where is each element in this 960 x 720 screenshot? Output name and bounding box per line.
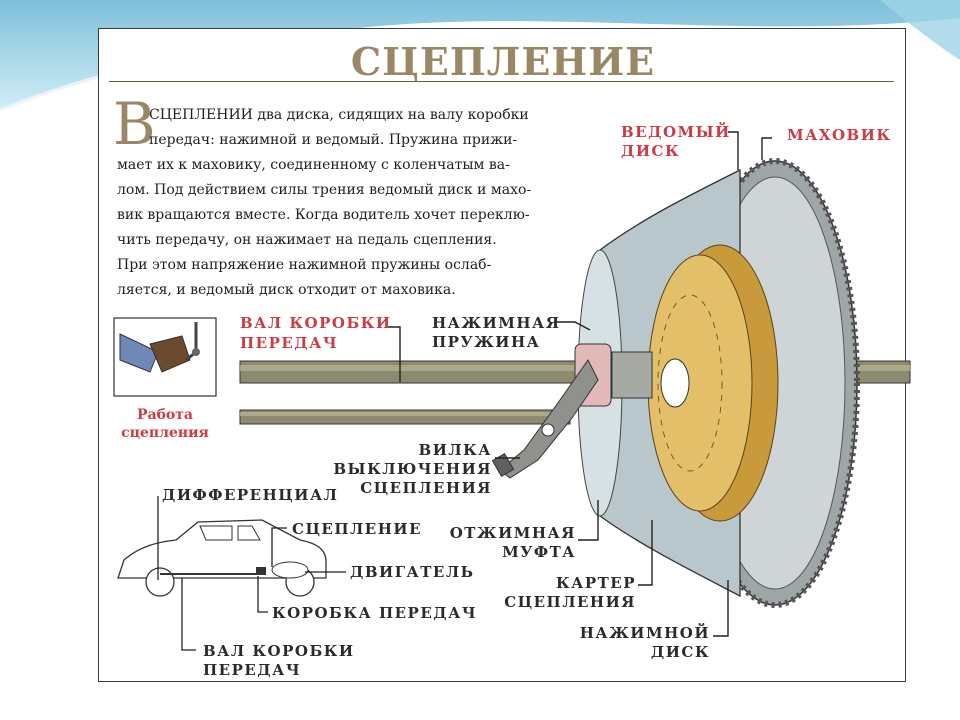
label-pressure-spring-2: ПРУЖИНА	[432, 333, 541, 351]
car-label-shaft-1: ВАЛ КОРОБКИ	[203, 642, 355, 660]
driven-disk	[647, 244, 779, 522]
label-pressure-plate-2: ДИСК	[650, 643, 710, 661]
car-schematic	[117, 496, 346, 651]
label-driven-disk-2: ДИСК	[621, 142, 681, 160]
page-title: СЦЕПЛЕНИЕ	[350, 39, 656, 84]
intro-line: вик вращаются вместе. Когда водитель хоч…	[117, 207, 530, 223]
intro-line: передач: нажимной и ведомый. Пружина при…	[149, 132, 518, 148]
label-driven-disk-1: ВЕДОМЫЙ	[621, 123, 731, 141]
label-pressure-spring-1: НАЖИМНАЯ	[432, 314, 561, 332]
release-fork	[491, 359, 599, 479]
label-clutch-housing-1: КАРТЕР	[555, 574, 636, 592]
car-label-shaft-2: ПЕРЕДАЧ	[203, 661, 302, 679]
intro-line: чить передачу, он нажимает на педаль сце…	[117, 232, 497, 248]
car-label-gearbox: КОРОБКА ПЕРЕДАЧ	[272, 604, 478, 622]
intro-line: мает их к маховику, соединенному с колен…	[117, 157, 510, 173]
car-label-clutch: СЦЕПЛЕНИЕ	[292, 520, 423, 538]
intro-line: СЦЕПЛЕНИИ два диска, сидящих на валу кор…	[149, 107, 529, 123]
intro-line: лом. Под действием силы трения ведомый д…	[117, 182, 532, 198]
label-leaders	[385, 131, 772, 637]
intro-line: При этом напряжение нажимной пружины осл…	[117, 257, 492, 273]
title-rule	[109, 81, 894, 82]
pedal-inset	[113, 317, 217, 397]
inset-caption-line1: Работа	[136, 407, 194, 423]
car-label-engine: ДВИГАТЕЛЬ	[350, 563, 475, 581]
label-release-bearing-1: ОТЖИМНАЯ	[449, 524, 576, 542]
inset-caption-line2: сцепления	[121, 425, 209, 441]
label-gearbox-shaft-1: ВАЛ КОРОБКИ	[240, 314, 392, 332]
label-release-fork-3: СЦЕПЛЕНИЯ	[360, 479, 492, 497]
intro-line: ляется, и ведомый диск отходит от махови…	[117, 282, 456, 298]
label-gearbox-shaft-2: ПЕРЕДАЧ	[240, 334, 339, 352]
label-clutch-housing-2: СЦЕПЛЕНИЯ	[504, 593, 636, 611]
label-release-bearing-2: МУФТА	[502, 543, 576, 561]
label-release-fork-1: ВИЛКА	[418, 441, 492, 459]
drop-cap: В	[113, 90, 156, 158]
label-pressure-plate-1: НАЖИМНОЙ	[579, 624, 710, 642]
label-release-fork-2: ВЫКЛЮЧЕНИЯ	[333, 460, 492, 478]
label-flywheel: МАХОВИК	[787, 126, 892, 144]
car-label-differential: ДИФФЕРЕНЦИАЛ	[162, 486, 339, 504]
